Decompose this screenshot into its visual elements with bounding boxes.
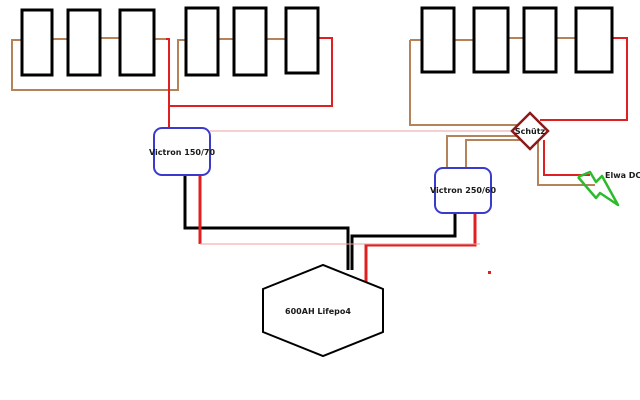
pv-left-return bbox=[11, 39, 186, 91]
solar-panel bbox=[184, 6, 220, 77]
pv-wiring-left bbox=[11, 37, 286, 91]
heater-label: Elwa DC bbox=[605, 171, 640, 180]
controller-victron-250-60: Victron 250/60 bbox=[430, 167, 496, 214]
solar-panel bbox=[66, 8, 102, 77]
solar-panel bbox=[522, 6, 558, 74]
solar-panel bbox=[420, 6, 456, 74]
diamond-icon bbox=[510, 111, 550, 151]
solar-panel bbox=[232, 6, 268, 77]
solar-panel-array-left bbox=[20, 8, 156, 77]
contactor-label: Schütz bbox=[515, 127, 546, 136]
pv-right-return bbox=[409, 40, 520, 126]
controller-b-negative bbox=[350, 213, 457, 270]
solar-panel bbox=[472, 6, 510, 74]
controller-a-negative bbox=[183, 175, 350, 270]
battery-hexagon bbox=[262, 263, 384, 358]
contactor-to-heater-pv bbox=[537, 140, 595, 186]
controller-victron-150-70: Victron 150/70 bbox=[149, 127, 215, 176]
battery-wiring bbox=[183, 175, 477, 282]
pv-wiring-right bbox=[409, 37, 595, 186]
positive-wiring-right bbox=[540, 37, 628, 176]
solar-panel bbox=[20, 8, 54, 77]
pv-mid-positive bbox=[169, 37, 333, 107]
controller-b-positive bbox=[364, 213, 477, 282]
contactor-schuetz: Schütz bbox=[510, 111, 550, 151]
solar-panel bbox=[574, 6, 614, 74]
solar-panel-array-right bbox=[420, 6, 614, 74]
controller-box bbox=[434, 167, 492, 214]
battery-label: 600AH Lifepo4 bbox=[285, 307, 351, 316]
contactor-to-controller-b-pv-2 bbox=[465, 139, 524, 170]
pv-left-positive bbox=[166, 38, 170, 130]
contactor-to-heater-positive bbox=[543, 140, 590, 176]
battery-600ah: 600AH Lifepo4 bbox=[262, 263, 384, 358]
controller-label: Victron 250/60 bbox=[430, 186, 496, 195]
solar-panel-array-middle bbox=[184, 6, 320, 77]
contactor-to-controller-b-pv-1 bbox=[446, 135, 522, 168]
heater-elwa-dc: Elwa DC bbox=[577, 170, 640, 207]
lightning-bolt-icon bbox=[577, 170, 620, 207]
solar-panel bbox=[284, 6, 320, 75]
pv-right-positive bbox=[540, 37, 628, 121]
stray-dot bbox=[488, 271, 491, 274]
solar-panel bbox=[118, 8, 156, 77]
positive-wiring-left bbox=[166, 37, 333, 130]
controller-label: Victron 150/70 bbox=[149, 148, 215, 157]
controller-box bbox=[153, 127, 211, 176]
